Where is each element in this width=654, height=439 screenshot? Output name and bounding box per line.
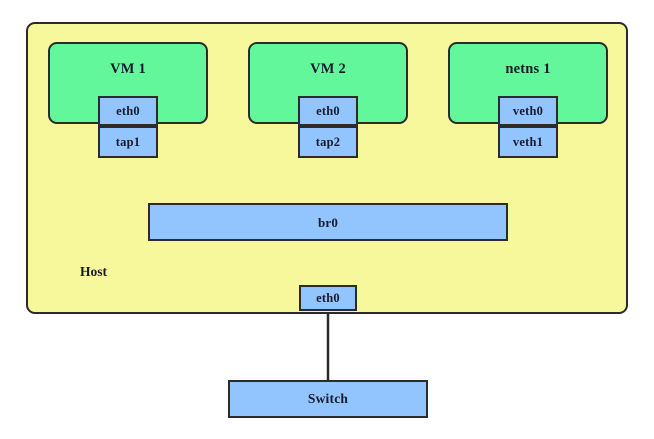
interface-netns-1-veth0: veth0 <box>498 96 558 126</box>
interface-label-vm-2-tap2: tap2 <box>315 134 341 149</box>
interface-label-vm-2-eth0: eth0 <box>316 103 340 118</box>
guest-label-vm-2: VM 2 <box>310 61 346 77</box>
interface-label-vm-1-eth0: eth0 <box>116 103 140 118</box>
interface-netns-1-veth1: veth1 <box>498 126 558 158</box>
host-label: Host <box>80 264 107 279</box>
interface-vm-1-tap1: tap1 <box>98 126 158 158</box>
interface-vm-1-eth0: eth0 <box>98 96 158 126</box>
interface-vm-2-tap2: tap2 <box>298 126 358 158</box>
bridge-br0: br0 <box>148 203 508 241</box>
switch-label: Switch <box>307 391 349 407</box>
host-uplink-eth0: eth0 <box>299 285 357 311</box>
host-uplink-label: eth0 <box>316 290 340 305</box>
interface-label-netns-1-veth0: veth0 <box>512 103 544 118</box>
interface-vm-2-eth0: eth0 <box>298 96 358 126</box>
interface-label-netns-1-veth1: veth1 <box>512 134 544 149</box>
bridge-label: br0 <box>317 214 339 230</box>
guest-box-vm-2: VM 2 <box>248 42 408 124</box>
guest-label-vm-1: VM 1 <box>110 61 146 77</box>
external-switch: Switch <box>228 380 428 418</box>
interface-label-vm-1-tap1: tap1 <box>115 134 141 149</box>
guest-label-netns-1: netns 1 <box>505 61 551 77</box>
